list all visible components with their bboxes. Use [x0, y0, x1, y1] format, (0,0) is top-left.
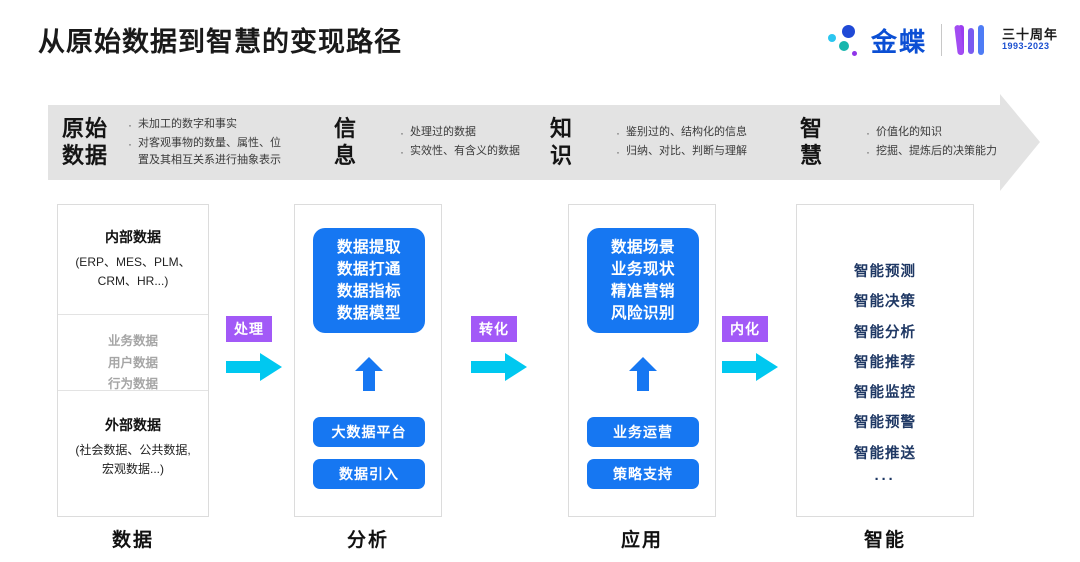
bullet-dot-icon: · [400, 144, 404, 159]
stage-bullet-text: 鉴别过的、结构化的信息 [626, 125, 747, 138]
intelligence-item: 智能推送 [854, 445, 916, 462]
stage-bullet-text: 归纳、对比、判断与理解 [626, 144, 747, 157]
column-application: 数据场景 业务现状 精准营销 风险识别 业务运营 策略支持 [568, 204, 716, 517]
stage-bullet-text: 未加工的数字和事实 [138, 118, 237, 131]
stage-banner-content: 原始 数据 · 未加工的数字和事实 · 对客观事物的数量、属性、位 置及其相互关… [48, 94, 1040, 191]
data-type-item: 行为数据 [107, 377, 158, 391]
analysis-platform-pill: 大数据平台 [313, 417, 425, 447]
brand-name: 金蝶 [870, 26, 927, 57]
stage-knowledge: 知 识 · 鉴别过的、结构化的信息 · 归纳、对比、判断与理解 [536, 94, 786, 191]
stage-raw-data: 原始 数据 · 未加工的数字和事实 · 对客观事物的数量、属性、位 置及其相互关… [48, 94, 320, 191]
external-data-subtitle: (社会数据、公共数据, 宏观数据...) [75, 443, 191, 476]
column-data: 内部数据 (ERP、MES、PLM、 CRM、HR...) 业务数据 用户数据 … [57, 204, 209, 517]
stage-bullet: · 鉴别过的、结构化的信息 [610, 124, 747, 143]
column-intelligence: 智能预测 智能决策 智能分析 智能推荐 智能监控 智能预警 智能推送 ··· [796, 204, 974, 517]
bullet-dot-icon: · [128, 118, 132, 133]
column-footer-application: 应用 [620, 530, 663, 551]
connector-transform: 转化 [471, 316, 531, 381]
stage-information: 信 息 · 处理过的数据 · 实效性、有含义的数据 [320, 94, 536, 191]
anniversary-mark-icon [954, 23, 996, 57]
logo-divider [940, 24, 942, 56]
right-arrow-icon [722, 353, 778, 381]
intelligence-item: 智能预测 [854, 264, 916, 280]
internal-data-section: 内部数据 (ERP、MES、PLM、 CRM、HR...) [58, 205, 208, 315]
stage-bullet: · 未加工的数字和事实 [122, 116, 281, 135]
anniversary-label: 三十周年 [1001, 27, 1058, 43]
intelligence-item: 智能决策 [854, 294, 916, 311]
application-strategy-pill: 策略支持 [587, 459, 699, 489]
intelligence-ellipsis: ··· [874, 471, 896, 489]
stage-bullet: · 归纳、对比、判断与理解 [610, 143, 747, 162]
connector-label: 处理 [226, 316, 272, 342]
right-arrow-icon [471, 353, 527, 381]
connector-internalize: 内化 [722, 316, 782, 381]
intelligence-item: 智能分析 [854, 324, 916, 341]
anniversary-lockup: 三十周年 1993-2023 [954, 23, 1058, 57]
application-scenario-box: 数据场景 业务现状 精准营销 风险识别 [587, 228, 699, 333]
stage-bullet: · 处理过的数据 [394, 124, 520, 143]
stage-bullet: · 价值化的知识 [860, 124, 997, 143]
stage-heading: 信 息 [334, 115, 358, 168]
stage-wisdom: 智 慧 · 价值化的知识 · 挖掘、提炼后的决策能力 [786, 94, 1040, 191]
bullet-dot-icon: · [616, 125, 620, 140]
bullet-dot-icon: · [128, 136, 132, 151]
external-data-title: 外部数据 [105, 417, 161, 433]
column-footer-intelligence: 智能 [863, 530, 906, 551]
anniversary-years: 1993-2023 [1001, 41, 1050, 52]
stage-heading: 原始 数据 [62, 115, 109, 168]
intelligence-item: 智能推荐 [854, 354, 916, 371]
external-data-section: 外部数据 (社会数据、公共数据, 宏观数据...) [58, 391, 208, 516]
bullet-dot-icon: · [866, 125, 870, 140]
connector-label: 转化 [471, 316, 517, 342]
column-footer-analysis: 分析 [346, 530, 389, 551]
intelligence-item: 智能监控 [854, 385, 916, 402]
intelligence-capability-list: 智能预测 智能决策 智能分析 智能推荐 智能监控 智能预警 智能推送 ··· [797, 205, 973, 488]
stage-bullet: · 挖掘、提炼后的决策能力 [860, 143, 997, 162]
stage-bullet-text: 挖掘、提炼后的决策能力 [876, 144, 997, 157]
stage-heading: 智 慧 [800, 115, 824, 168]
data-type-item: 用户数据 [107, 355, 158, 370]
up-arrow-icon [629, 357, 657, 391]
intelligence-item: 智能预警 [854, 415, 916, 432]
data-type-item: 业务数据 [107, 334, 158, 348]
internal-data-subtitle: (ERP、MES、PLM、 CRM、HR...) [75, 255, 191, 288]
kingdee-logo: 金蝶 三十周年 1993-2023 [825, 18, 1058, 62]
kingdee-dots-icon [825, 22, 861, 58]
right-arrow-icon [226, 353, 282, 381]
up-arrow-icon [355, 357, 383, 391]
stage-arrow-banner [48, 94, 1040, 191]
application-operations-pill: 业务运营 [587, 417, 699, 447]
page-title: 从原始数据到智慧的变现路径 [38, 27, 402, 57]
stage-bullet-text: 价值化的知识 [876, 125, 942, 138]
stage-bullet: · 实效性、有含义的数据 [394, 143, 520, 162]
column-footer-data: 数据 [111, 530, 154, 551]
bullet-dot-icon: · [400, 125, 404, 140]
column-analysis: 数据提取 数据打通 数据指标 数据模型 大数据平台 数据引入 [294, 204, 442, 517]
data-types-section: 业务数据 用户数据 行为数据 [58, 315, 208, 391]
stage-heading: 知 识 [550, 115, 574, 168]
analysis-capability-box: 数据提取 数据打通 数据指标 数据模型 [313, 228, 425, 333]
analysis-ingest-pill: 数据引入 [313, 459, 425, 489]
stage-bullet: · 对客观事物的数量、属性、位 置及其相互关系进行抽象表示 [122, 135, 281, 169]
connector-process: 处理 [226, 316, 286, 381]
bullet-dot-icon: · [866, 144, 870, 159]
stage-bullet-text: 实效性、有含义的数据 [410, 144, 520, 157]
bullet-dot-icon: · [616, 144, 620, 159]
connector-label: 内化 [722, 316, 768, 342]
stage-bullet-text: 处理过的数据 [410, 125, 476, 138]
internal-data-title: 内部数据 [105, 229, 161, 245]
stage-bullet-text: 对客观事物的数量、属性、位 置及其相互关系进行抽象表示 [138, 136, 281, 166]
